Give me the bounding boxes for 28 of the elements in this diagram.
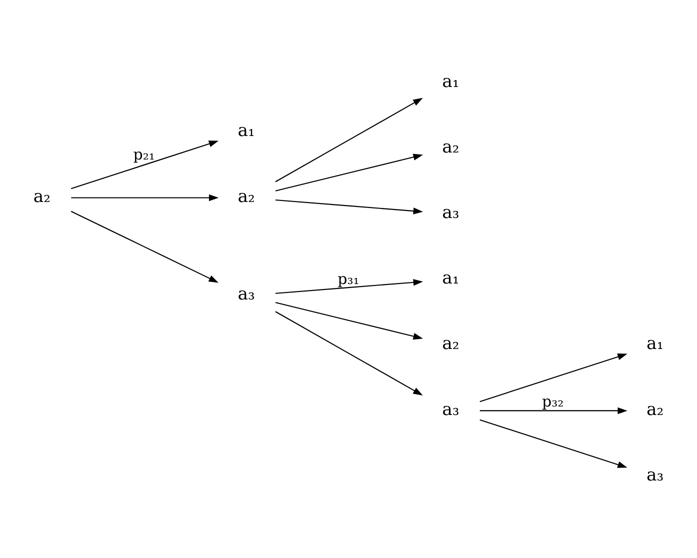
arrow (71, 194, 219, 201)
node-text: a₃ (646, 464, 664, 485)
node-text: a₂ (442, 334, 460, 354)
edge-label: p₃₂ (542, 392, 564, 410)
arrow (275, 310, 423, 395)
arrow (275, 198, 424, 214)
node-text: a₃ (442, 399, 460, 420)
arrow (480, 418, 628, 468)
node-text: a₁ (442, 71, 460, 92)
arrow (70, 210, 218, 282)
arrow (70, 140, 219, 189)
node-text: a₁ (646, 334, 664, 354)
arrow (275, 153, 423, 191)
node-text: a₁ (238, 120, 255, 141)
edge-label: p₃₁ (338, 270, 360, 288)
arrow (275, 302, 423, 340)
arrow (275, 97, 423, 182)
node-text: a₂ (646, 399, 664, 420)
node-text: a₂ (442, 136, 460, 157)
node-text: a₃ (442, 202, 460, 222)
arrow (480, 353, 628, 402)
edge-label: p₂₁ (133, 144, 155, 163)
arrow (480, 406, 628, 414)
arrow (275, 278, 424, 294)
node-text: a₃ (238, 284, 255, 304)
node-text: a₂ (33, 186, 51, 206)
node-text: a₁ (442, 268, 460, 288)
node-text: a₂ (238, 186, 255, 206)
